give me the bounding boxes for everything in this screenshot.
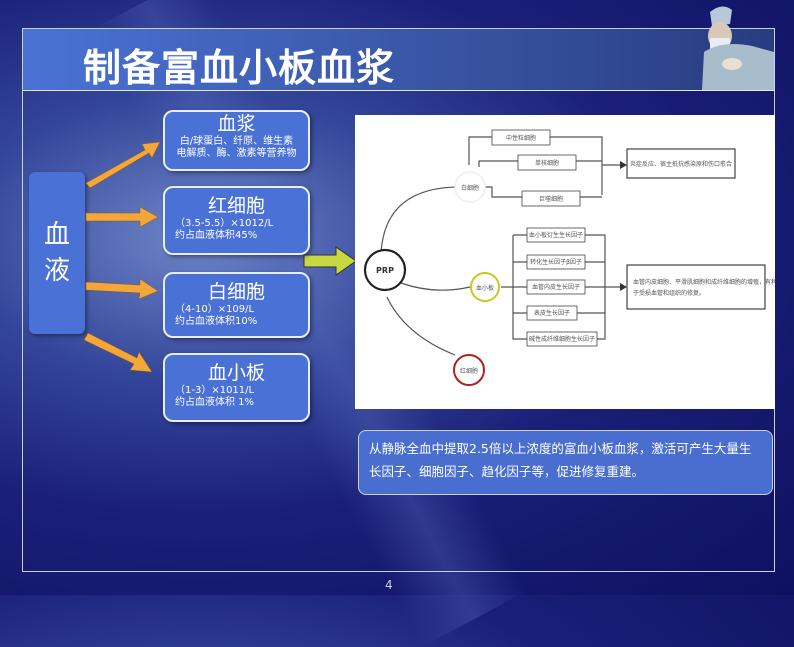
platelet-item: 表皮生长因子 xyxy=(534,309,570,317)
rbc-box: 红细胞 （3.5-5.5）×1012/L 约占血液体积45% xyxy=(163,186,310,255)
arrow-to-plasma xyxy=(85,141,161,189)
wbc-title: 白细胞 xyxy=(207,281,265,303)
platelet-item: 血管内皮生长因子 xyxy=(532,283,580,291)
rbc-line2: 约占血液体积45% xyxy=(175,230,258,241)
wbc-item: 中性粒细胞 xyxy=(506,134,536,142)
plasma-line2: 电解质、酶、激素等营养物 xyxy=(176,148,297,159)
wbc-item: 单核细胞 xyxy=(535,159,559,167)
prp-description: 从静脉全血中提取2.5倍以上浓度的富血小板血浆，激活可产生大量生长因子、细胞因子… xyxy=(358,430,773,495)
platelet-result-line1: 血管内皮细胞、平滑肌细胞和成纤维细胞的增殖，有利 xyxy=(633,278,775,286)
page-number: 4 xyxy=(385,578,393,592)
platelet-line1: （1-3）×1011/L xyxy=(175,385,255,396)
platelet-box: 血小板 （1-3）×1011/L 约占血液体积 1% xyxy=(163,353,310,422)
prp-node xyxy=(363,248,407,292)
slide-title: 制备富血小板血浆 xyxy=(83,46,396,90)
arrow-to-wbc xyxy=(85,278,159,300)
wbc-line2: 约占血液体积10% xyxy=(175,316,258,327)
wbc-item: 巨噬细胞 xyxy=(539,195,563,203)
platelet-result-line2: 于受损血管和组织的修复。 xyxy=(633,289,705,297)
rbc-line1: （3.5-5.5）×1012/L xyxy=(175,218,274,229)
plasma-title: 血浆 xyxy=(217,113,256,135)
prp-diagram: PRP 白细胞 血小板 红细胞 中性粒细胞 单核细胞 巨噬细胞 血小板衍生生长因… xyxy=(355,115,777,409)
platelet-title: 血小板 xyxy=(207,362,265,384)
diagram-rbc-label: 红细胞 xyxy=(460,367,478,375)
blood-char-2: 液 xyxy=(43,256,70,286)
diagram-platelet-label: 血小板 xyxy=(476,284,494,292)
arrow-to-diagram xyxy=(303,246,357,276)
platelet-item: 转化生长因子β因子 xyxy=(530,258,582,266)
wbc-line1: （4-10）×109/L xyxy=(175,304,255,315)
plasma-box: 血浆 白/球蛋白、纤原、维生素 电解质、酶、激素等营养物 xyxy=(163,110,310,171)
diagram-wbc-label: 白细胞 xyxy=(461,184,479,192)
arrow-to-rbc xyxy=(85,206,159,228)
arrows-layer xyxy=(83,141,357,373)
blood-label: 血 液 xyxy=(29,172,85,334)
prp-label: PRP xyxy=(376,266,394,275)
arrow-to-platelet xyxy=(83,332,153,373)
wbc-box: 白细胞 （4-10）×109/L 约占血液体积10% xyxy=(163,272,310,338)
platelet-line2: 约占血液体积 1% xyxy=(175,397,255,408)
platelet-item: 碱性成纤维细胞生长因子 xyxy=(529,335,595,343)
blood-char-1: 血 xyxy=(43,220,70,250)
platelet-item: 血小板衍生生长因子 xyxy=(529,231,583,239)
title-bar: 制备富血小板血浆 xyxy=(23,29,774,91)
rbc-title: 红细胞 xyxy=(207,195,265,217)
plasma-line1: 白/球蛋白、纤原、维生素 xyxy=(179,136,294,147)
wbc-result: 炎症反应、宿主抵抗感染原和伤口愈合 xyxy=(630,160,732,168)
surgeon-image xyxy=(702,6,774,90)
